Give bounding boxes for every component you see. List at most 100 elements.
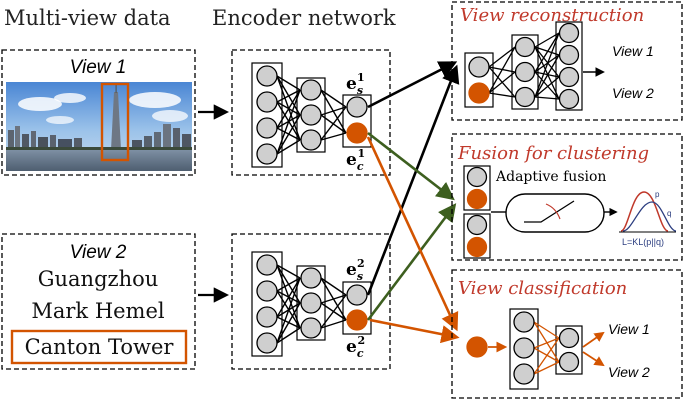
network-edge xyxy=(276,264,301,279)
network-edge xyxy=(534,32,560,48)
network-edge xyxy=(320,106,347,141)
reconstruction-connections xyxy=(488,32,560,100)
p-distribution-curve xyxy=(620,191,669,232)
enc2-shared-to-reconstruction-arrow xyxy=(366,64,460,296)
network-edge xyxy=(320,132,347,141)
network-edge xyxy=(276,277,301,292)
view1-panel: View 1 xyxy=(1,49,196,176)
view2-text-line2: Mark Hemel xyxy=(31,299,165,323)
encoder2-layer1-node xyxy=(256,280,278,302)
heading-multiview-data: Multi-view data xyxy=(4,6,171,30)
network-edge xyxy=(276,114,301,155)
p-label: p xyxy=(655,190,660,199)
view2-text-line1: Guangzhou xyxy=(38,267,159,291)
network-edge xyxy=(276,75,301,91)
network-edge xyxy=(320,319,347,329)
reconstruction-layer2-node xyxy=(514,86,536,108)
encoder2-shared-node xyxy=(346,284,368,306)
reconstruction-layer2-node xyxy=(514,36,536,58)
fusion-view1-specific-node xyxy=(466,188,488,210)
network-edge xyxy=(320,294,347,304)
enc2-specific-to-classification-arrow xyxy=(369,318,460,344)
view-classification-panel: View classification View 1 View 2 xyxy=(451,269,683,399)
network-edge xyxy=(534,32,560,73)
encoder2-layer1-node xyxy=(256,306,278,328)
network-edge xyxy=(488,46,516,94)
classification-output-node xyxy=(558,327,580,349)
network-edge xyxy=(533,321,560,339)
encoder1-network: es1 ec1 xyxy=(231,49,391,176)
view-reconstruction-panel: View reconstruction View 1 View 2 xyxy=(451,1,683,121)
adaptive-fusion-label: Adaptive fusion xyxy=(495,169,606,185)
fusion-title: Fusion for clustering xyxy=(457,143,649,164)
encoder2-layer2-node xyxy=(300,267,322,289)
encoder2-layer2-node xyxy=(300,317,322,339)
network-edge xyxy=(534,46,560,100)
network-edge xyxy=(320,277,347,296)
network-edge xyxy=(488,71,516,94)
view-classification-title: View classification xyxy=(458,278,627,299)
encoder1-shared-node xyxy=(346,96,368,118)
classification-output-node xyxy=(558,351,580,373)
network-edge xyxy=(276,302,301,344)
network-edge xyxy=(534,71,560,78)
reconstruction-output-node xyxy=(558,22,580,44)
reconstruction-shared-node xyxy=(468,56,490,78)
enc2-specific-to-fusion-arrow xyxy=(366,203,457,321)
fusion-clustering-panel: Fusion for clustering Adaptive fusion p … xyxy=(451,133,683,261)
encoder1-layer1-node xyxy=(256,91,278,113)
encoder1-ec-label: ec1 xyxy=(346,147,365,173)
distribution-plot: p q L=KL(p||q) xyxy=(619,190,677,247)
network-edge xyxy=(276,89,301,103)
enc1-shared-to-reconstruction-arrow xyxy=(367,61,458,109)
view-reconstruction-title: View reconstruction xyxy=(460,5,644,26)
view1-label: View 1 xyxy=(70,57,127,78)
network-edge xyxy=(320,106,347,116)
classification-output-arrow-1 xyxy=(582,331,605,348)
fusion-view1-shared-node xyxy=(466,166,488,188)
network-edge xyxy=(276,89,301,155)
reconstruction-output-view1: View 1 xyxy=(612,43,654,59)
network-edge xyxy=(276,277,301,318)
encoder1-layer1-node xyxy=(256,65,278,87)
encoder2-connections xyxy=(276,264,347,344)
encoder1-connections xyxy=(276,75,347,155)
reconstruction-specific-node xyxy=(468,82,490,104)
reconstruction-output-node xyxy=(558,44,580,66)
network-edge xyxy=(534,46,560,56)
encoder2-specific-node xyxy=(346,309,368,331)
network-edge xyxy=(534,46,560,78)
classification-output-arrow-2 xyxy=(582,351,605,367)
classification-hidden-node xyxy=(513,337,535,359)
view2-label: View 2 xyxy=(70,242,127,263)
encoder1-specific-node xyxy=(346,122,368,144)
network-edge xyxy=(534,96,560,100)
encoder1-layer2-node xyxy=(300,104,322,126)
network-edge xyxy=(533,361,560,375)
classification-input-node xyxy=(466,336,488,358)
network-edge xyxy=(534,32,560,98)
fusion-activation-glyph xyxy=(524,200,575,223)
network-edge xyxy=(320,294,347,329)
reconstruction-output-node xyxy=(558,88,580,110)
reconstruction-output-node xyxy=(558,66,580,88)
classification-output-view2: View 2 xyxy=(608,364,650,380)
classification-hidden-node xyxy=(513,311,535,333)
classification-output-view1: View 1 xyxy=(608,321,650,337)
encoder2-es-label: es2 xyxy=(346,257,365,283)
network-edge xyxy=(534,54,560,98)
encoder2-layer2-node xyxy=(300,292,322,314)
encoder2-layer1-node xyxy=(256,332,278,354)
reconstruction-layer2-node xyxy=(514,61,536,83)
encoder1-layer2-node xyxy=(300,79,322,101)
encoder2-layer1-node xyxy=(256,254,278,276)
network-edge xyxy=(488,46,516,68)
encoder1-es-label: es1 xyxy=(346,71,365,97)
fusion-view2-specific-node xyxy=(466,236,488,258)
encoder1-layer2-node xyxy=(300,129,322,151)
encoder1-layer1-node xyxy=(256,117,278,139)
network-edge xyxy=(276,277,301,344)
kl-loss-label: L=KL(p||q) xyxy=(622,237,664,247)
network-edge xyxy=(534,71,560,100)
